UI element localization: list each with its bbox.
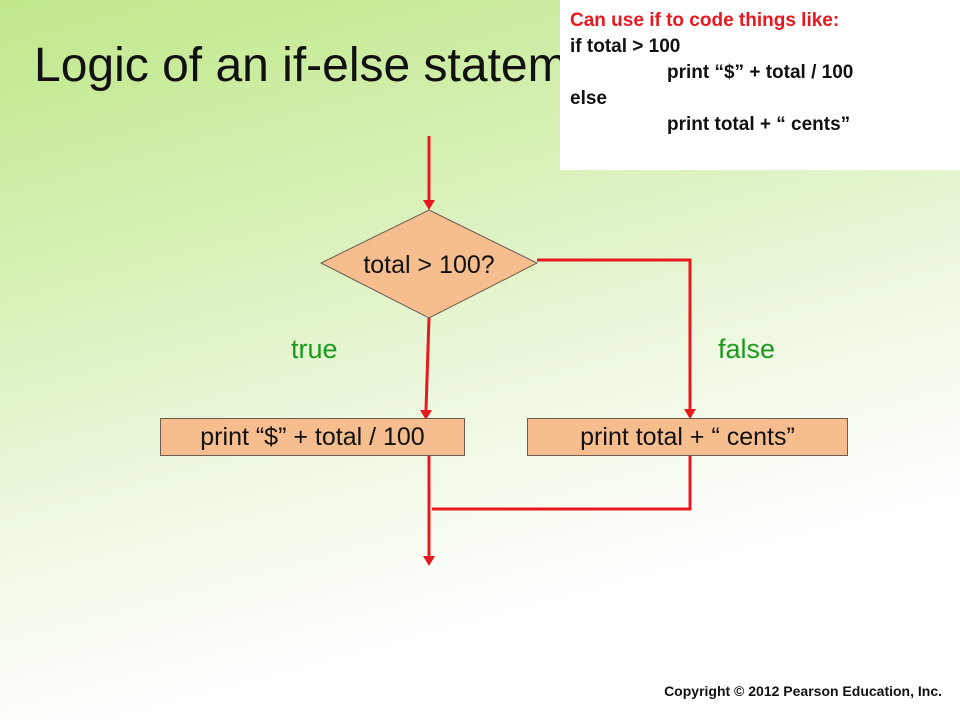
true-label: true (291, 334, 338, 364)
code-callout: Can use if to code things like: if total… (560, 0, 960, 170)
merge-connector (432, 456, 692, 511)
callout-heading: Can use if to code things like: (570, 10, 840, 31)
callout-line: else (570, 88, 607, 109)
true-action-box: print “$” + total / 100 (160, 418, 465, 456)
false-action-box: print total + “ cents” (527, 418, 848, 456)
false-branch-connector (537, 258, 692, 409)
slide-title: Logic of an if-else statement (34, 39, 635, 92)
false-action-text: print total + “ cents” (580, 423, 795, 451)
true-branch-arrow-line (424, 317, 431, 411)
decision-text: total > 100? (363, 251, 494, 279)
false-branch-arrowhead (684, 409, 696, 419)
true-action-text: print “$” + total / 100 (200, 423, 425, 451)
callout-line: print “$” + total / 100 (667, 62, 854, 83)
entry-arrowhead (423, 200, 435, 210)
callout-line: print total + “ cents” (667, 114, 851, 135)
false-label: false (718, 334, 776, 364)
exit-arrowhead (423, 556, 435, 566)
copyright-notice: Copyright © 2012 Pearson Education, Inc. (664, 683, 942, 699)
true-branch-arrowhead (420, 410, 432, 420)
callout-line: if total > 100 (570, 36, 681, 57)
